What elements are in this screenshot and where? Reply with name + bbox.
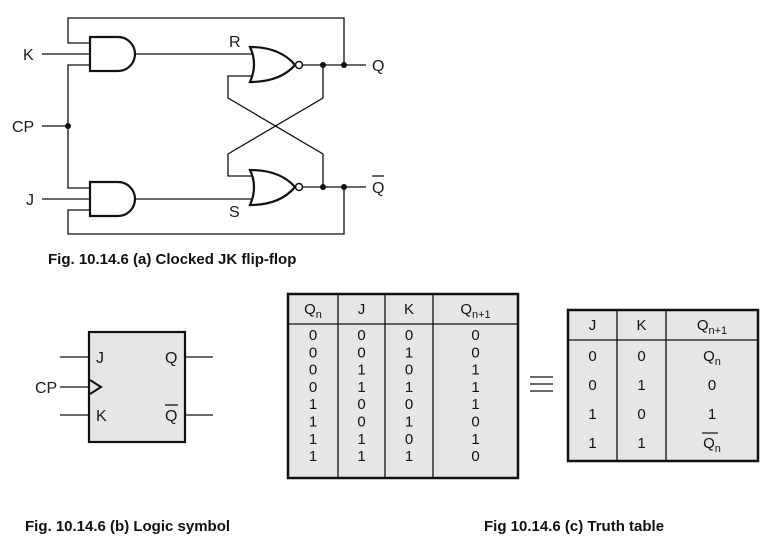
table-cell: 0 (357, 396, 365, 413)
and-gate-upper (88, 35, 137, 73)
feedback-wire-bottom (67, 187, 345, 235)
j-label: J (26, 192, 34, 209)
table-cell: 0 (309, 379, 317, 396)
cp-bus (67, 64, 90, 189)
table-cell: 1 (309, 414, 317, 431)
k-label: K (23, 47, 34, 64)
nor-bubble-upper (294, 60, 304, 70)
and-gate-lower (88, 180, 137, 218)
table-cell: 1 (405, 379, 413, 396)
table-frame (566, 308, 760, 463)
table-cell: Qn (703, 348, 721, 368)
symbol-cp-label: CP (35, 380, 57, 397)
table-frame (286, 292, 520, 480)
table-cell: 1 (588, 435, 596, 452)
table-cell: 0 (357, 414, 365, 431)
table-cell: 0 (471, 327, 479, 344)
feedback-wire-top (67, 17, 345, 65)
symbol-j-label: J (96, 350, 104, 367)
table-header-cell: K (636, 317, 646, 334)
table-header-cell: J (358, 301, 366, 318)
table-cell: 1 (357, 362, 365, 379)
table-cell: 0 (405, 396, 413, 413)
table-cell: 0 (309, 344, 317, 361)
symbol-qbar-label: Q (165, 408, 177, 425)
table-cell: 0 (309, 327, 317, 344)
symbol-k-label: K (96, 408, 107, 425)
s-label: S (229, 204, 240, 221)
nor-gate-lower (248, 168, 297, 207)
table-cell: 1 (405, 344, 413, 361)
table-cell: 0 (405, 327, 413, 344)
flip-flop-box (87, 330, 187, 444)
table-cell: 1 (708, 406, 716, 423)
table-cell: 0 (405, 431, 413, 448)
table-header-cell: Qn+1 (697, 317, 727, 337)
table-cell: 0 (357, 327, 365, 344)
table-header-cell: K (404, 301, 414, 318)
table-cell: 1 (309, 396, 317, 413)
table-cell: 0 (588, 348, 596, 365)
table-cell: 1 (405, 414, 413, 431)
table-cell: 1 (471, 362, 479, 379)
qbar-label: Q (372, 180, 384, 197)
table-cell: Qn (703, 435, 721, 455)
table-cell: 1 (637, 435, 645, 452)
table-cell: 0 (471, 344, 479, 361)
table-cell: 1 (588, 406, 596, 423)
table-header-cell: J (589, 317, 597, 334)
caption-c: Fig 10.14.6 (c) Truth table (484, 518, 664, 535)
table-cell: 1 (357, 431, 365, 448)
caption-a: Fig. 10.14.6 (a) Clocked JK flip-flop (48, 251, 296, 268)
table-cell: 0 (708, 377, 716, 394)
clock-triangle-icon (89, 379, 103, 395)
cross-wire-qbar-to-upper (227, 75, 324, 187)
cross-wire-q-to-lower (227, 65, 324, 177)
table-cell: 1 (471, 396, 479, 413)
q-label: Q (372, 58, 384, 75)
r-label: R (229, 34, 241, 51)
table-cell: 1 (357, 448, 365, 465)
logic-symbol: J K CP Q Q (35, 330, 213, 444)
q-junction-dot-2 (341, 62, 347, 68)
table-header-cell: Qn+1 (460, 301, 490, 321)
table-cell: 1 (309, 448, 317, 465)
caption-b: Fig. 10.14.6 (b) Logic symbol (25, 518, 230, 535)
table-cell: 0 (309, 362, 317, 379)
table-cell: 0 (637, 348, 645, 365)
equivalence-icon (530, 376, 553, 392)
table-cell: 0 (588, 377, 596, 394)
table-cell: 0 (637, 406, 645, 423)
nor-bubble-lower (294, 182, 304, 192)
symbol-q-label: Q (165, 350, 177, 367)
nor-gate-upper (248, 45, 297, 84)
table-cell: 0 (471, 448, 479, 465)
jk-circuit (42, 17, 366, 235)
table-cell: 1 (471, 431, 479, 448)
qbar-junction-dot-2 (341, 184, 347, 190)
table-header-cell: Qn (304, 301, 322, 321)
table-cell: 1 (471, 379, 479, 396)
table-cell: 0 (357, 344, 365, 361)
table-cell: 0 (471, 414, 479, 431)
table-cell: 1 (637, 377, 645, 394)
cp-label: CP (12, 119, 34, 136)
table-cell: 1 (405, 448, 413, 465)
table-cell: 0 (405, 362, 413, 379)
cp-junction-dot (65, 123, 71, 129)
table-cell: 1 (309, 431, 317, 448)
table-cell: 1 (357, 379, 365, 396)
